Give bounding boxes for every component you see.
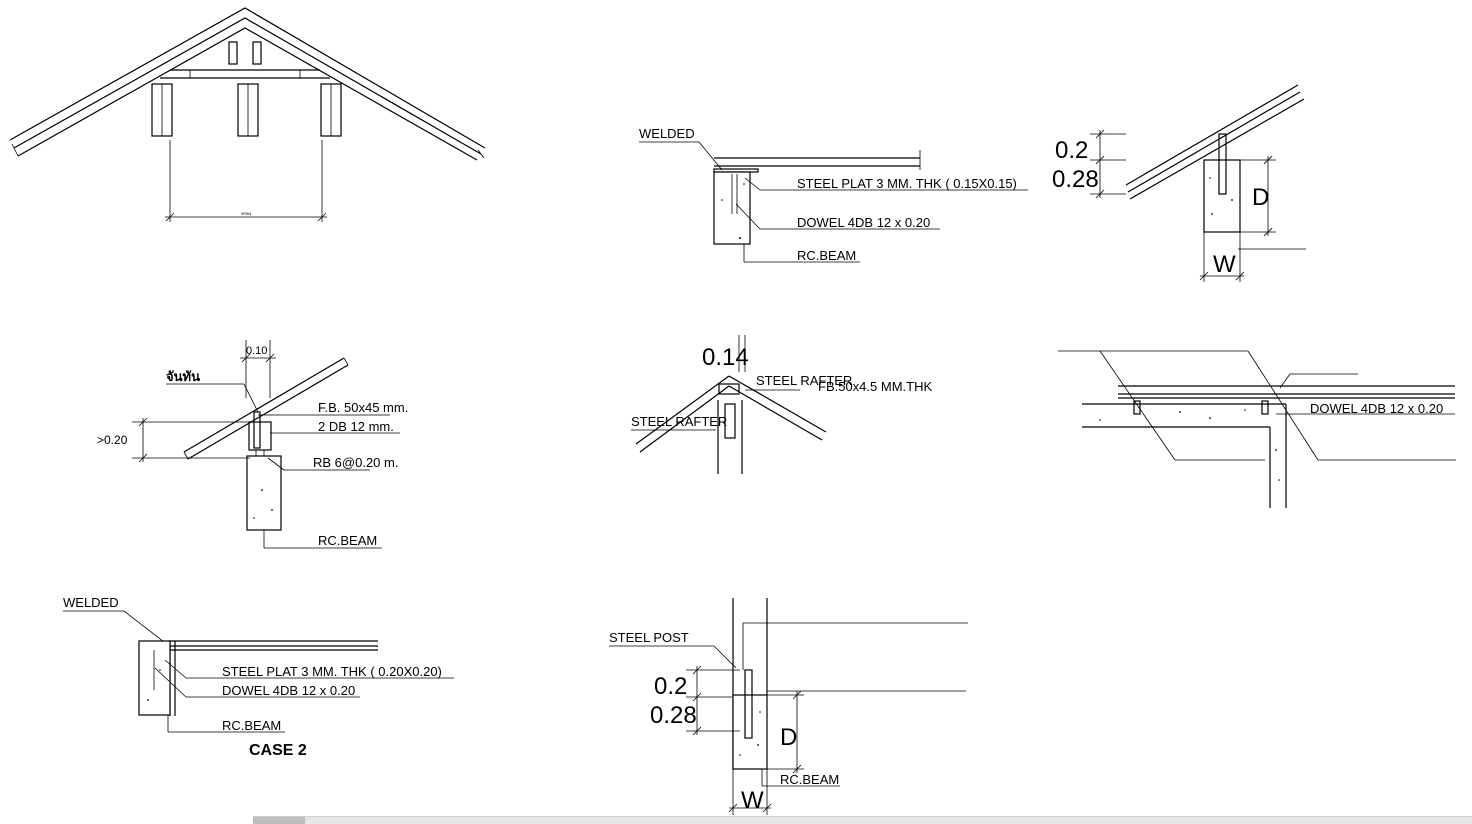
span-dimension-text: SPAN xyxy=(241,211,252,216)
steel-rafter-left-label: STEEL RAFTER xyxy=(631,414,727,429)
roof-truss-elevation: SPAN xyxy=(9,7,486,222)
dowel-label-3: DOWEL 4DB 12 x 0.20 xyxy=(222,683,355,698)
steel-rafter-top-label: STEEL RAFTER xyxy=(756,373,852,388)
steel-plate-label-2: STEEL PLAT 3 MM. THK ( 0.20X0.20) xyxy=(222,664,442,679)
depth-d-label: D xyxy=(1252,184,1269,211)
width-w-label: W xyxy=(1213,251,1236,278)
rafter-beam-detail: 0.2 0.28 D W xyxy=(1052,84,1306,282)
dim-0-2: 0.2 xyxy=(1055,137,1088,164)
case2-detail: WELDED STEEL PLAT 3 MM. THK ( 0.20X0.20)… xyxy=(63,595,454,759)
rc-beam-label-4: RC.BEAM xyxy=(780,772,839,787)
stirrup-label: RB 6@0.20 m. xyxy=(313,455,398,470)
slab-beam-detail: DOWEL 4DB 12 x 0.20 xyxy=(1058,350,1456,508)
steel-plate-label: STEEL PLAT 3 MM. THK ( 0.15X0.15) xyxy=(797,176,1017,191)
dowel-label: DOWEL 4DB 12 x 0.20 xyxy=(797,215,930,230)
steel-post-label: STEEL POST xyxy=(609,630,689,645)
rc-beam-label-3: RC.BEAM xyxy=(222,718,281,733)
rebar-label: 2 DB 12 mm. xyxy=(318,419,394,434)
rc-beam-label-2: RC.BEAM xyxy=(318,533,377,548)
welded-label-2: WELDED xyxy=(63,595,119,610)
fb-plate-label: FB.50x4.5 MM.THK xyxy=(818,379,932,394)
depth-d-label-post: D xyxy=(780,724,797,751)
steel-plate-detail: WELDED STEEL PLAT 3 MM. THK ( 0.15X0.15)… xyxy=(639,126,1028,263)
dim-0-14: 0.14 xyxy=(702,344,749,371)
dim-0-28: 0.28 xyxy=(1052,166,1099,193)
horizontal-scrollbar[interactable] xyxy=(253,816,1472,824)
case2-title: CASE 2 xyxy=(249,742,307,759)
dim-over-0-20: >0.20 xyxy=(97,433,128,447)
steel-post-detail: STEEL POST 0.2 0.28 D RC.BEAM W xyxy=(609,598,968,815)
dim-0-2-post: 0.2 xyxy=(654,673,687,700)
thai-rafter-label: จันทัน xyxy=(166,369,200,384)
dim-0-10: 0.10 xyxy=(246,345,267,357)
rc-beam-label: RC.BEAM xyxy=(797,248,856,263)
ridge-detail: 0.14 STEEL RAFTER FB.50x4.5 MM.THK STEEL… xyxy=(631,335,932,474)
fb-rafter-beam-detail: 0.10 จันทัน >0.20 F.B. 50x45 mm. 2 DB 12… xyxy=(97,340,408,549)
dowel-label-2: DOWEL 4DB 12 x 0.20 xyxy=(1310,401,1443,416)
width-w-label-post: W xyxy=(741,787,764,814)
welded-label: WELDED xyxy=(639,126,695,141)
fb-label: F.B. 50x45 mm. xyxy=(318,400,408,415)
dim-0-28-post: 0.28 xyxy=(650,702,697,729)
scrollbar-thumb[interactable] xyxy=(253,817,305,824)
